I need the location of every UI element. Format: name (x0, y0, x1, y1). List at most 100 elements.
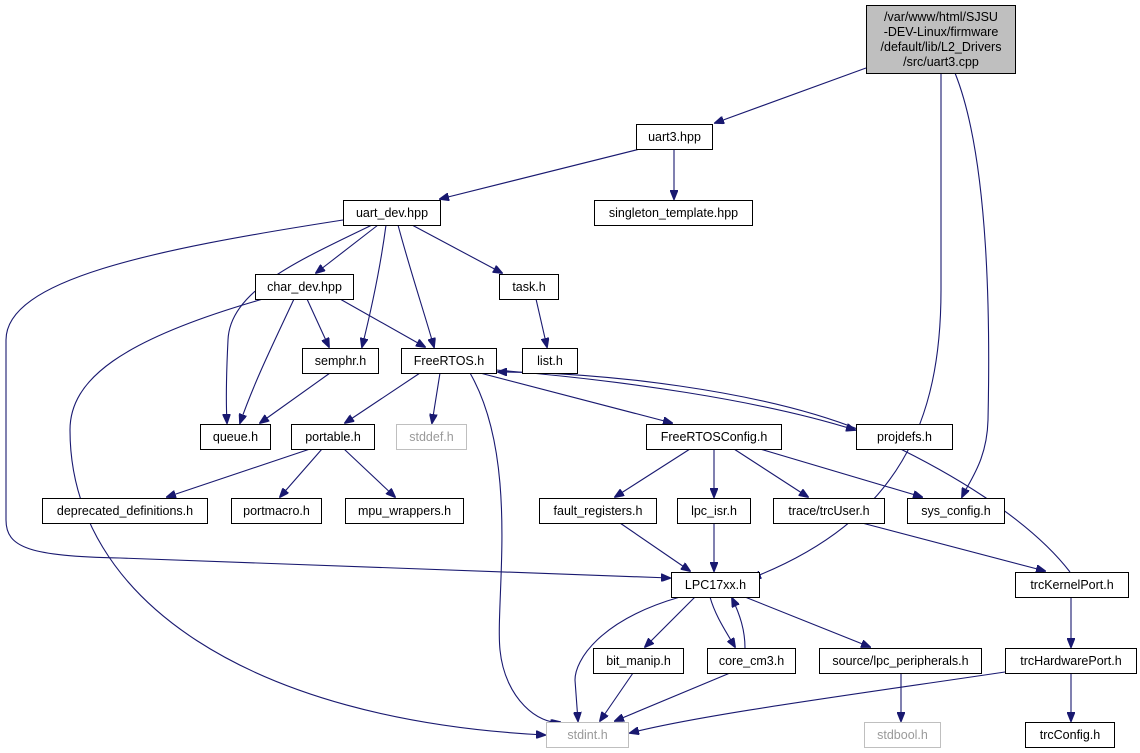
edge-uart-dev-hpp-to-semphr-h (362, 224, 387, 347)
edge-root-to-uart3-hpp (715, 67, 867, 123)
edge-portable-h-to-portmacro-h (280, 448, 323, 497)
node-stddef-h: stddef.h (396, 424, 467, 450)
node-task-h[interactable]: task.h (499, 274, 559, 300)
edge-root-to-sys-config-h (954, 72, 990, 497)
node-box (1025, 722, 1115, 748)
node-box (819, 648, 982, 674)
edge-uart-dev-hpp-to-char-dev-hpp (316, 224, 379, 273)
node-box (671, 572, 760, 598)
node-label: bit_manip.h (606, 654, 671, 668)
node-box (636, 124, 713, 150)
edge-trchardwareport-h-to-stdint-h (630, 671, 1006, 733)
node-layer: /var/www/html/SJSU-DEV-Linux/firmware/de… (42, 5, 1137, 748)
edge-lpc17xx-h-to-stdint-h (575, 596, 681, 721)
node-label: trcConfig.h (1040, 728, 1100, 742)
edge-task-h-to-list-h (535, 298, 547, 347)
edge-uart-dev-hpp-to-task-h (411, 224, 502, 273)
node-portable-h[interactable]: portable.h (291, 424, 375, 450)
edge-bit-manip-h-to-stdint-h (600, 672, 634, 721)
edge-char-dev-hpp-to-freertos-h (339, 298, 425, 347)
edge-lpc17xx-h-to-lpc-peripherals-h (744, 596, 870, 647)
node-singleton-template-hpp[interactable]: singleton_template.hpp (594, 200, 753, 226)
node-stdint-h: stdint.h (546, 722, 629, 748)
node-label: projdefs.h (877, 430, 932, 444)
node-freertos-h[interactable]: FreeRTOS.h (401, 348, 497, 374)
node-label: sys_config.h (921, 504, 991, 518)
node-label: mpu_wrappers.h (358, 504, 451, 518)
node-label: /var/www/html/SJSU (884, 10, 998, 24)
node-box (345, 498, 464, 524)
edge-freertos-h-to-stdint-h (469, 372, 560, 722)
node-deprecated-definitions-h[interactable]: deprecated_definitions.h (42, 498, 208, 524)
node-stdbool-h: stdbool.h (864, 722, 941, 748)
node-label: portmacro.h (243, 504, 310, 518)
node-box (856, 424, 953, 450)
node-box (255, 274, 354, 300)
node-trckernelport-h[interactable]: trcKernelPort.h (1015, 572, 1129, 598)
edge-fault-registers-h-to-lpc17xx-h (619, 522, 690, 571)
node-label: stdbool.h (877, 728, 928, 742)
node-box (594, 200, 753, 226)
node-label: trcHardwarePort.h (1020, 654, 1121, 668)
node-box (231, 498, 322, 524)
edge-core-cm3-h-to-stdint-h (615, 672, 731, 721)
node-box (401, 348, 497, 374)
edge-freertosconfig-h-to-fault-registers-h (615, 448, 691, 497)
node-box (646, 424, 782, 450)
node-box (773, 498, 885, 524)
node-uart-dev-hpp[interactable]: uart_dev.hpp (343, 200, 441, 226)
node-semphr-h[interactable]: semphr.h (302, 348, 379, 374)
node-box (396, 424, 467, 450)
node-core-cm3-h[interactable]: core_cm3.h (707, 648, 796, 674)
node-list-h[interactable]: list.h (522, 348, 578, 374)
edge-uart-dev-hpp-to-queue-h (226, 224, 373, 423)
node-projdefs-h[interactable]: projdefs.h (856, 424, 953, 450)
node-portmacro-h[interactable]: portmacro.h (231, 498, 322, 524)
node-box (42, 498, 208, 524)
node-box (907, 498, 1005, 524)
node-lpc17xx-h[interactable]: LPC17xx.h (671, 572, 760, 598)
node-fault-registers-h[interactable]: fault_registers.h (539, 498, 657, 524)
node-trchardwareport-h[interactable]: trcHardwarePort.h (1005, 648, 1137, 674)
node-box (593, 648, 684, 674)
node-label: list.h (537, 354, 563, 368)
node-lpc-isr-h[interactable]: lpc_isr.h (677, 498, 751, 524)
edge-uart3-hpp-to-uart-dev-hpp (440, 148, 641, 199)
node-lpc-peripherals-h[interactable]: source/lpc_peripherals.h (819, 648, 982, 674)
node-mpu-wrappers-h[interactable]: mpu_wrappers.h (345, 498, 464, 524)
node-box (1005, 648, 1137, 674)
node-trcuser-h[interactable]: trace/trcUser.h (773, 498, 885, 524)
node-sys-config-h[interactable]: sys_config.h (907, 498, 1005, 524)
edge-root-to-lpc17xx-h (752, 73, 942, 578)
edge-freertos-h-to-portable-h (345, 372, 421, 423)
edge-char-dev-hpp-to-semphr-h (306, 298, 329, 347)
node-queue-h[interactable]: queue.h (200, 424, 271, 450)
edge-freertos-h-to-projdefs-h (495, 369, 855, 430)
node-label: FreeRTOS.h (414, 354, 484, 368)
node-box (539, 498, 657, 524)
node-label: uart3.hpp (648, 130, 701, 144)
node-box (707, 648, 796, 674)
node-box (864, 722, 941, 748)
node-box (499, 274, 559, 300)
node-label: uart_dev.hpp (356, 206, 428, 220)
node-label: task.h (512, 280, 545, 294)
node-box (343, 200, 441, 226)
node-label: fault_registers.h (554, 504, 643, 518)
node-freertosconfig-h[interactable]: FreeRTOSConfig.h (646, 424, 782, 450)
node-box (866, 5, 1016, 74)
edge-freertosconfig-h-to-sys-config-h (759, 448, 922, 497)
node-uart3-hpp[interactable]: uart3.hpp (636, 124, 713, 150)
node-bit-manip-h[interactable]: bit_manip.h (593, 648, 684, 674)
node-box (291, 424, 375, 450)
node-trcconfig-h[interactable]: trcConfig.h (1025, 722, 1115, 748)
node-char-dev-hpp[interactable]: char_dev.hpp (255, 274, 354, 300)
edge-portable-h-to-mpu-wrappers-h (343, 448, 395, 497)
node-label: -DEV-Linux/firmware (884, 25, 999, 39)
node-label: stddef.h (409, 430, 454, 444)
node-root[interactable]: /var/www/html/SJSU-DEV-Linux/firmware/de… (866, 5, 1016, 74)
node-box (546, 722, 629, 748)
node-box (677, 498, 751, 524)
edge-char-dev-hpp-to-queue-h (240, 298, 295, 423)
